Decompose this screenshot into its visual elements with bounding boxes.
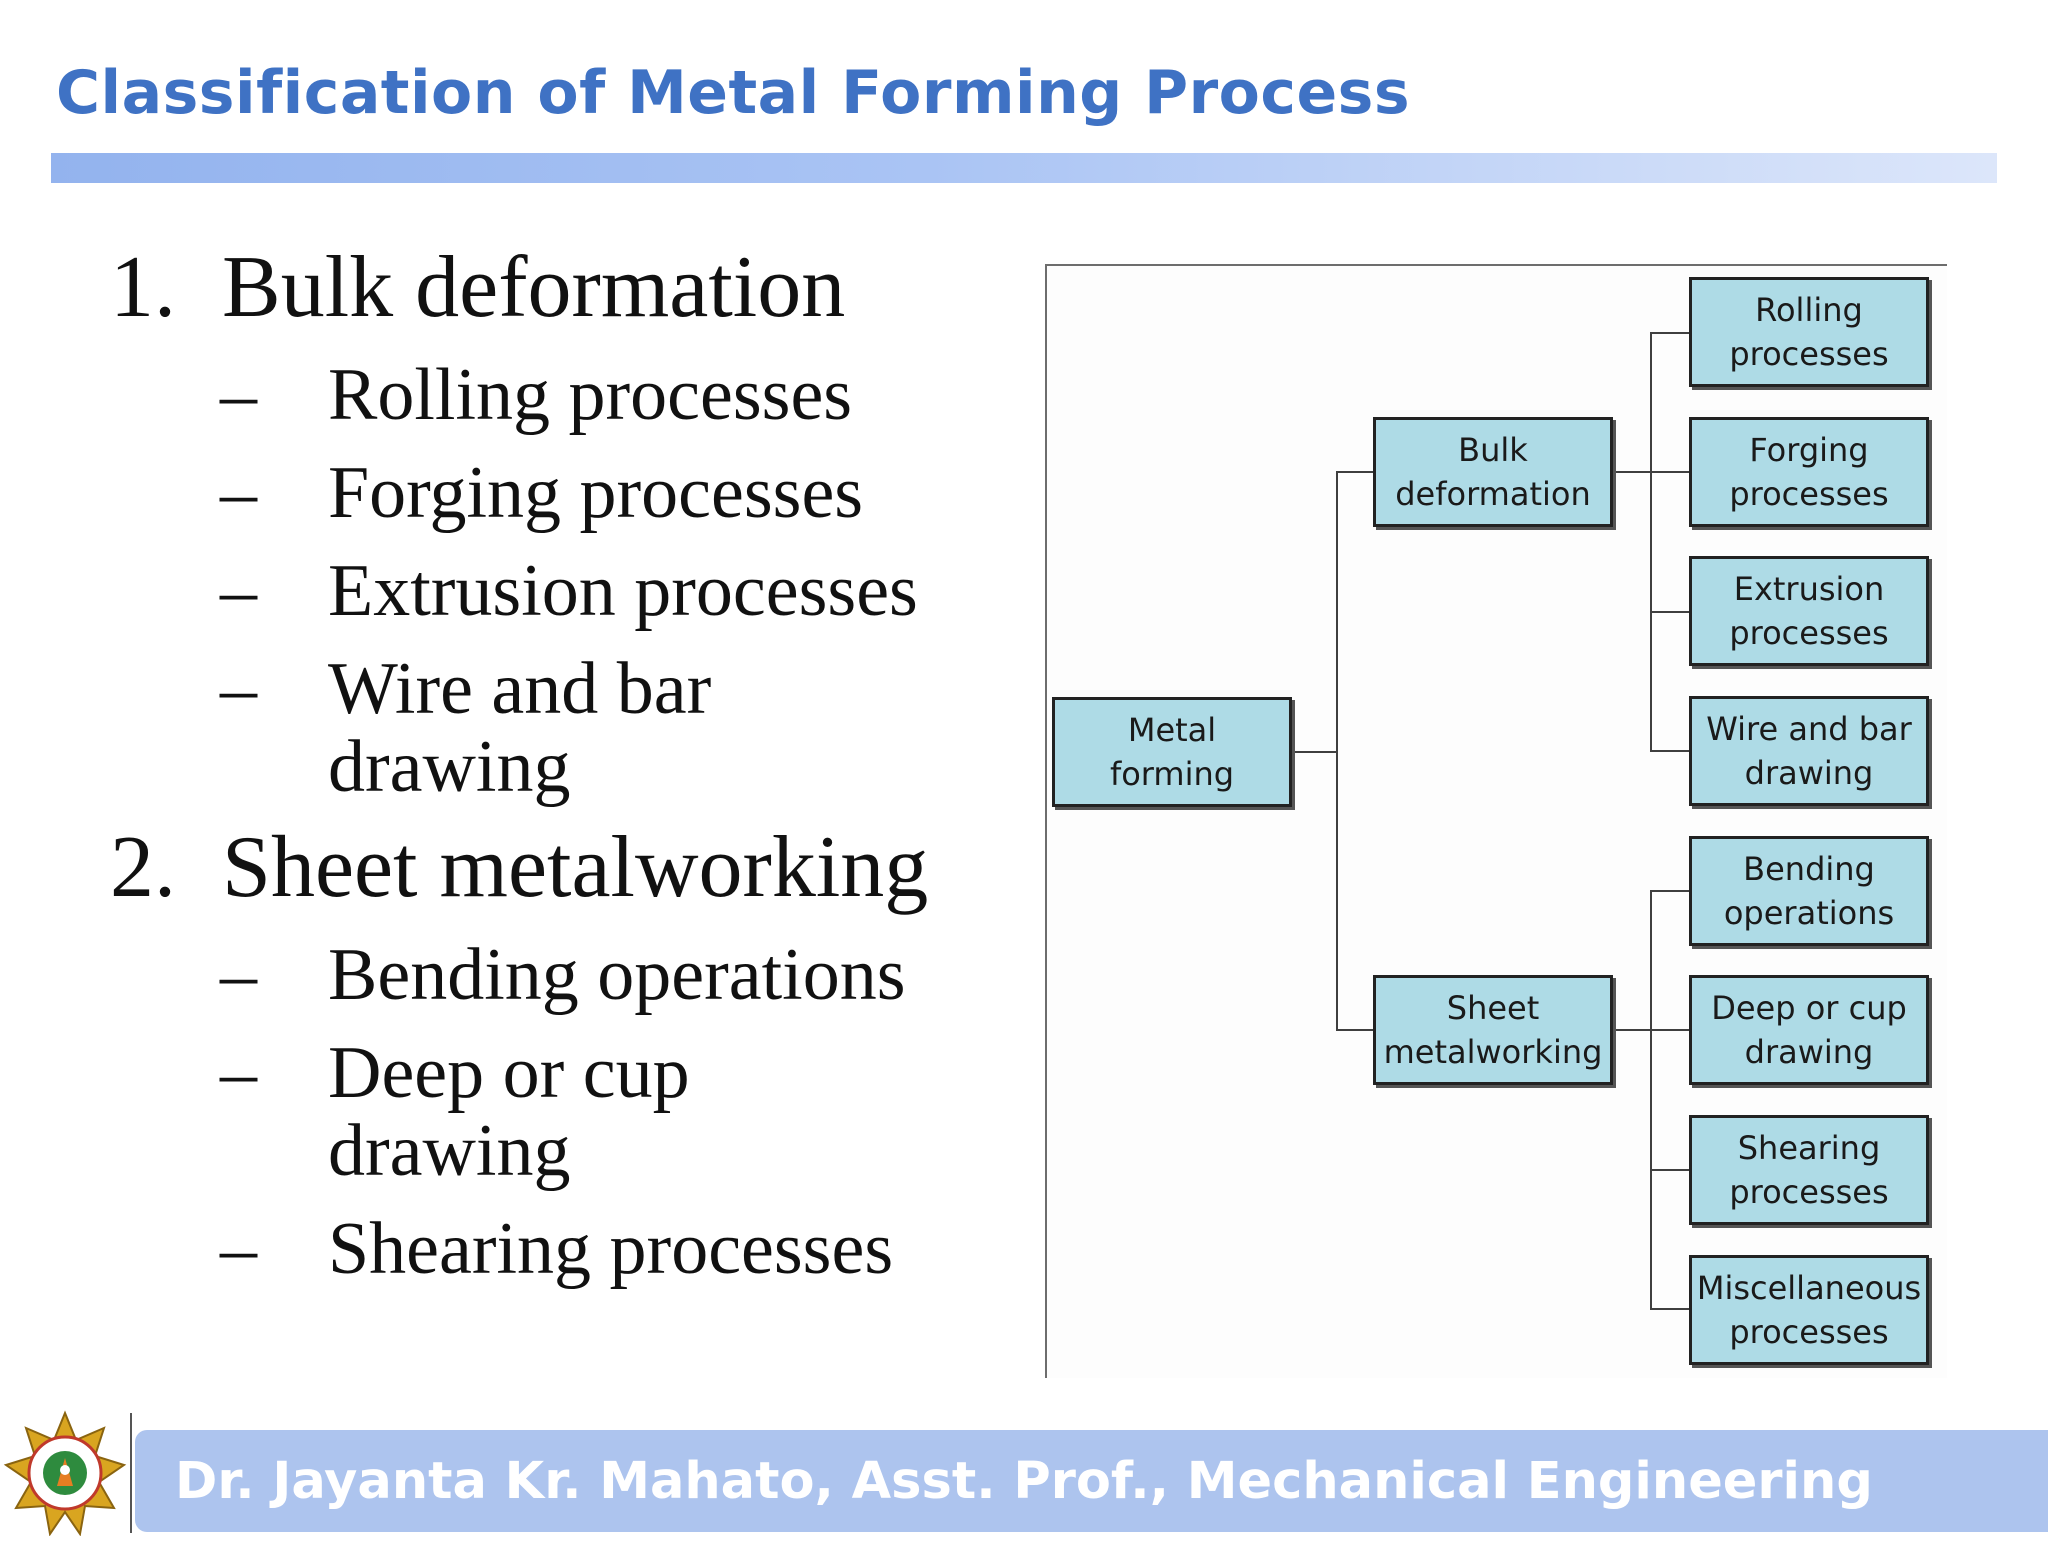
dash-bullet: – xyxy=(220,1032,257,1114)
dash-bullet: – xyxy=(220,550,257,632)
connector-line xyxy=(1336,1029,1376,1031)
list-item-text: Wire and bar drawing xyxy=(328,648,712,808)
list-item-text: Shearing processes xyxy=(328,1208,894,1290)
connector-line xyxy=(1293,751,1338,753)
connector-line xyxy=(1650,332,1652,752)
connector-line xyxy=(1650,890,1652,1310)
list-item-text: Extrusion processes xyxy=(328,550,918,632)
list-item: –Forging processes xyxy=(110,454,1010,532)
list-item-text: Forging processes xyxy=(328,452,864,534)
dash-bullet: – xyxy=(220,354,257,436)
university-seal-icon xyxy=(2,1410,128,1537)
list-item: –Extrusion processes xyxy=(110,552,1010,630)
dash-bullet: – xyxy=(220,1208,257,1290)
node-rolling-processes: Rolling processes xyxy=(1689,277,1929,387)
connector-line xyxy=(1336,471,1338,1031)
connector-line xyxy=(1650,1308,1690,1310)
classification-list: 1. Bulk deformation –Rolling processes –… xyxy=(110,240,1010,1370)
footer-bar: Dr. Jayanta Kr. Mahato, Asst. Prof., Mec… xyxy=(135,1430,2048,1532)
section-sheet-metalworking: 2. Sheet metalworking –Bending operation… xyxy=(110,819,1010,1289)
dash-bullet: – xyxy=(220,648,257,730)
connector-line xyxy=(1650,611,1690,613)
list-item: –Rolling processes xyxy=(110,356,1010,434)
footer-author-text: Dr. Jayanta Kr. Mahato, Asst. Prof., Mec… xyxy=(175,1451,1873,1511)
section-number: 1. xyxy=(110,239,176,336)
list-item: –Wire and bar drawing xyxy=(110,650,1010,806)
node-miscellaneous-processes: Miscellaneous processes xyxy=(1689,1255,1929,1365)
node-deep-or-cup-drawing: Deep or cup drawing xyxy=(1689,975,1929,1085)
title-underline-bar xyxy=(51,153,1997,183)
list-item: –Deep or cup drawing xyxy=(110,1034,1010,1190)
section-heading: Sheet metalworking xyxy=(222,819,929,916)
list-item: –Shearing processes xyxy=(110,1210,1010,1288)
section-heading: Bulk deformation xyxy=(222,239,846,336)
connector-line xyxy=(1650,750,1690,752)
node-extrusion-processes: Extrusion processes xyxy=(1689,556,1929,666)
node-forging-processes: Forging processes xyxy=(1689,417,1929,527)
connector-line xyxy=(1650,1169,1690,1171)
list-item: –Bending operations xyxy=(110,936,1010,1014)
node-shearing-processes: Shearing processes xyxy=(1689,1115,1929,1225)
connector-line xyxy=(1336,471,1376,473)
list-item-text: Deep or cup drawing xyxy=(328,1032,690,1192)
connector-line xyxy=(1650,890,1690,892)
section-bulk-deformation: 1. Bulk deformation –Rolling processes –… xyxy=(110,239,1010,807)
node-bending-operations: Bending operations xyxy=(1689,836,1929,946)
list-item-text: Rolling processes xyxy=(328,354,853,436)
dash-bullet: – xyxy=(220,452,257,534)
node-sheet-metalworking: Sheet metalworking xyxy=(1373,975,1613,1085)
dash-bullet: – xyxy=(220,934,257,1016)
classification-tree-diagram: Metal forming Bulk deformation Sheet met… xyxy=(1045,264,1947,1378)
connector-line xyxy=(1650,332,1690,334)
sheet-subprocess-list: –Bending operations –Deep or cup drawing… xyxy=(110,936,1010,1288)
node-bulk-deformation: Bulk deformation xyxy=(1373,417,1613,527)
list-item-text: Bending operations xyxy=(328,934,906,1016)
node-wire-and-bar-drawing: Wire and bar drawing xyxy=(1689,696,1929,806)
slide-title: Classification of Metal Forming Process xyxy=(56,58,1411,128)
node-metal-forming: Metal forming xyxy=(1052,697,1292,807)
section-number: 2. xyxy=(110,819,176,916)
bulk-subprocess-list: –Rolling processes –Forging processes –E… xyxy=(110,356,1010,806)
footer-divider xyxy=(130,1413,132,1533)
